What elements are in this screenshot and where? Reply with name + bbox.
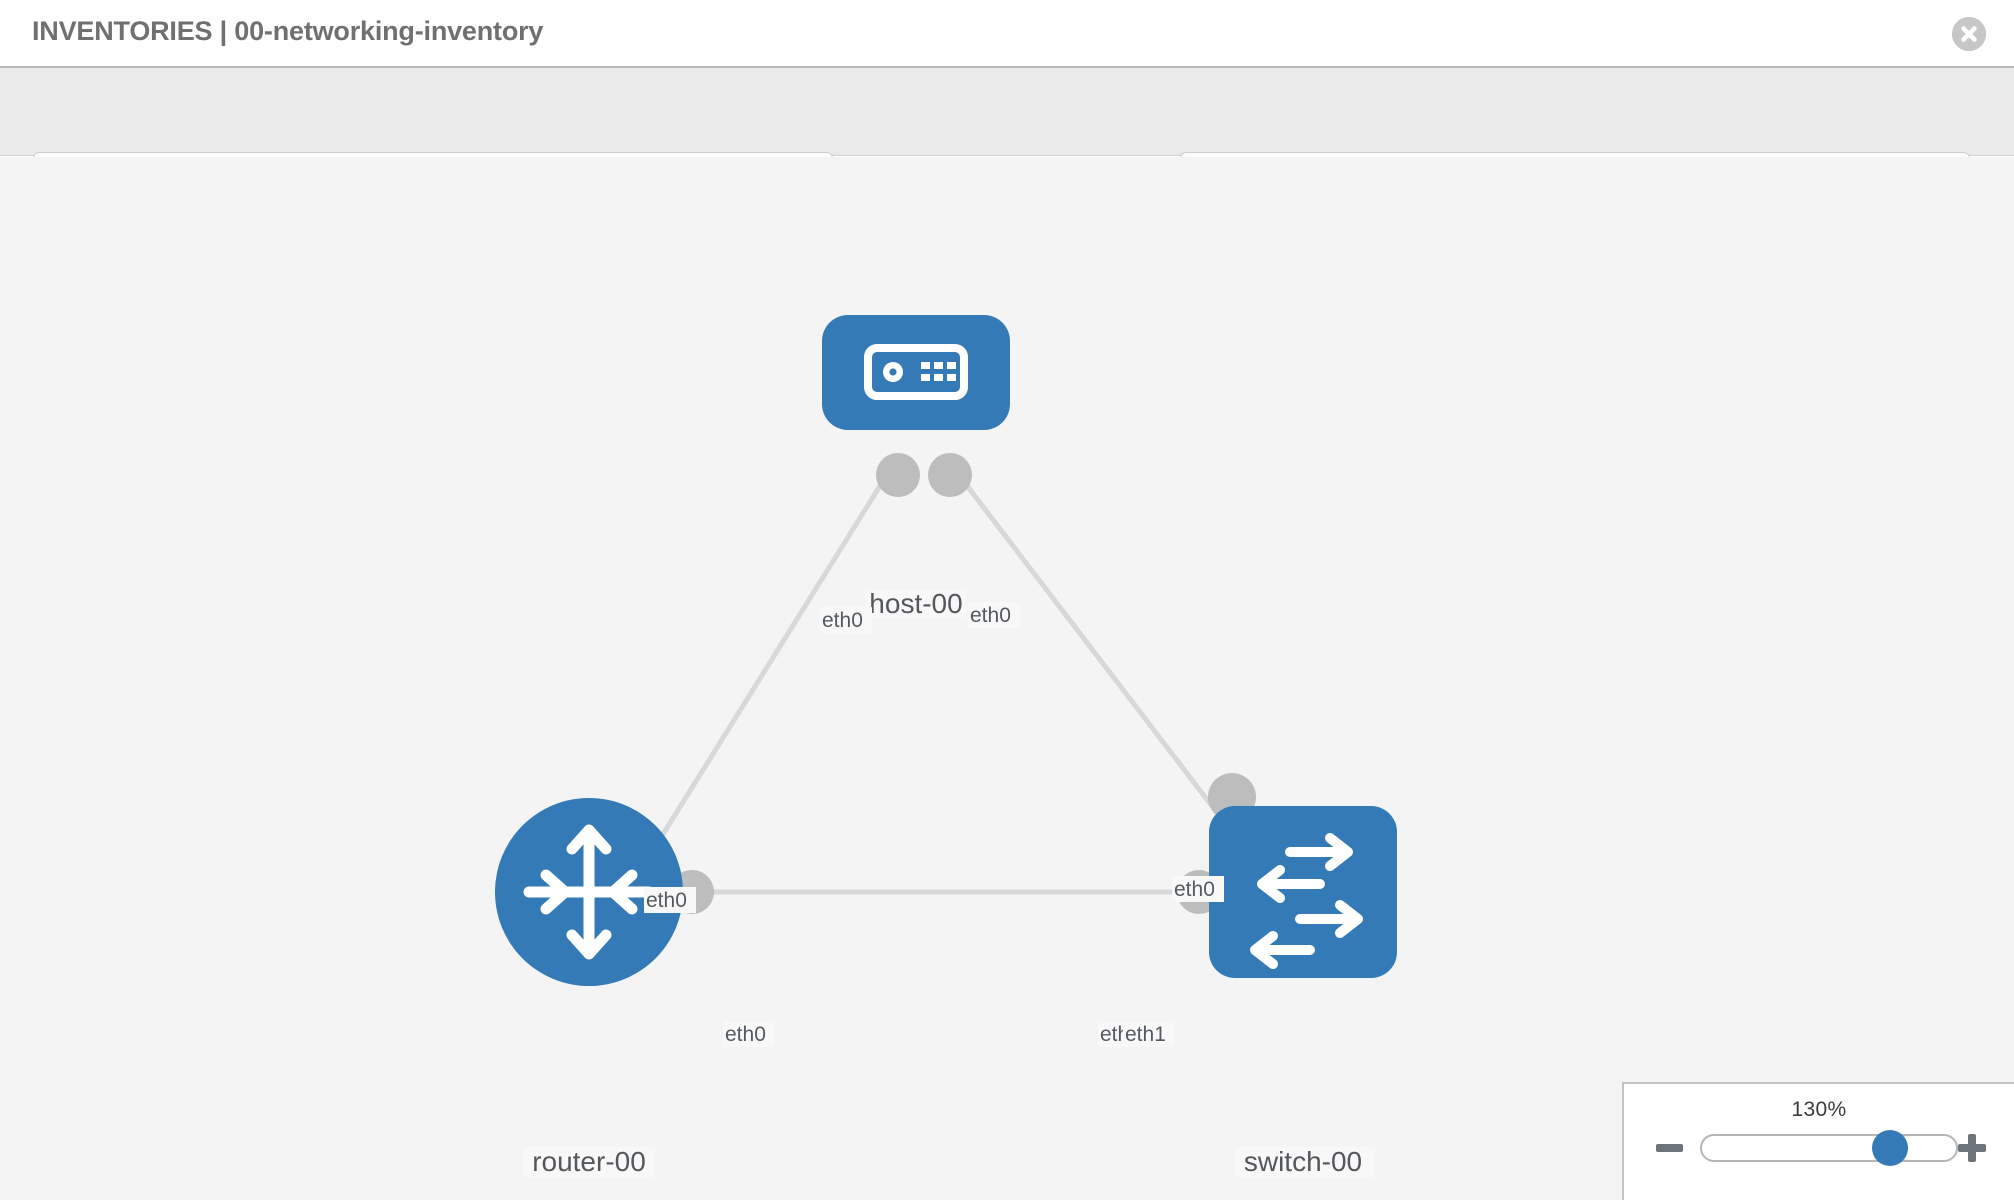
topology-canvas[interactable]: host-00 router-00	[0, 157, 2014, 1200]
page-title: INVENTORIES | 00-networking-inventory	[32, 16, 544, 46]
zoom-slider-thumb[interactable]	[1872, 1130, 1908, 1166]
node-host-00-shape[interactable]	[822, 315, 1010, 430]
node-router-00-label: router-00	[532, 1146, 646, 1177]
iface-label-text: eth0	[970, 604, 1011, 627]
node-switch-00-label-bg	[1235, 1147, 1375, 1177]
zoom-in-icon[interactable]	[1956, 1132, 1988, 1164]
iface-label-switch-top: eth0	[1172, 876, 1224, 902]
zoom-level-value: 130%	[1791, 1098, 1847, 1121]
iface-label-text: eth0	[822, 609, 863, 632]
server-icon	[864, 344, 968, 400]
iface-label-router-right: eth0	[723, 1021, 775, 1047]
zoom-out-icon[interactable]	[1654, 1132, 1686, 1164]
endpoint-host-left[interactable]	[876, 453, 920, 497]
iface-label-text: eth1	[1125, 1023, 1166, 1046]
page-header: INVENTORIES | 00-networking-inventory	[0, 0, 2014, 68]
node-host-00-label-bg	[866, 589, 966, 619]
edge-host-switch[interactable]	[943, 455, 1230, 829]
node-switch-00[interactable]: switch-00	[1209, 806, 1397, 1177]
zoom-slider[interactable]	[1700, 1130, 1958, 1166]
iface-label-text: eth0	[1174, 878, 1215, 901]
zoom-control-panel: 130%	[1622, 1082, 2014, 1200]
iface-label-text: eth0	[725, 1023, 766, 1046]
topology-graph: host-00 router-00	[495, 315, 1397, 1177]
node-host-00-label: host-00	[869, 588, 962, 619]
node-switch-00-label: switch-00	[1244, 1146, 1362, 1177]
iface-label-switch-left-b: eth1	[1123, 1021, 1175, 1047]
toolbar: ACTIONS SEARCH	[0, 68, 2014, 208]
iface-label-text: eth0	[646, 889, 687, 912]
iface-label-host-right: eth0	[968, 602, 1020, 628]
edge-host-router[interactable]	[652, 455, 901, 849]
iface-label-host-left: eth0	[820, 607, 872, 633]
router-arrows-icon	[523, 824, 655, 960]
node-router-00-label-bg	[523, 1147, 655, 1177]
node-host-00[interactable]: host-00	[822, 315, 1010, 619]
endpoint-host-right[interactable]	[928, 453, 972, 497]
switch-arrows-icon	[1250, 833, 1363, 969]
close-icon[interactable]	[1952, 17, 1986, 51]
iface-label-router-top: eth0	[644, 887, 696, 913]
node-router-00[interactable]: router-00	[495, 798, 683, 1177]
